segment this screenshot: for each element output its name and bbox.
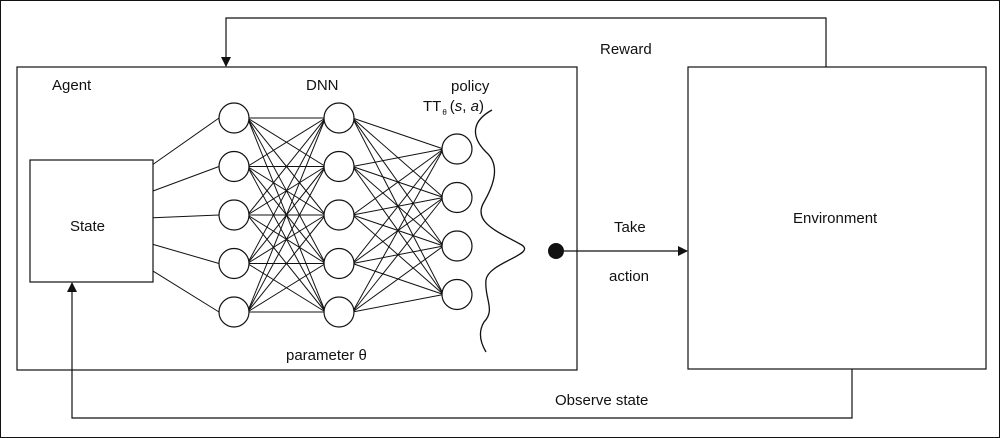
policy-state-var: s bbox=[454, 98, 463, 115]
dnn-label: DNN bbox=[306, 77, 339, 94]
network-connection bbox=[352, 148, 444, 264]
network-node-layer-3 bbox=[441, 230, 473, 262]
network-connection bbox=[247, 117, 326, 313]
network-connection bbox=[352, 148, 444, 167]
reward-label: Reward bbox=[600, 41, 652, 58]
network-node-layer-3 bbox=[441, 133, 473, 165]
network-connection bbox=[352, 197, 444, 313]
network-nodes bbox=[218, 102, 473, 328]
state-box bbox=[29, 159, 154, 283]
state-to-input-connection bbox=[152, 166, 220, 192]
policy-symbol: TTθ(s, a) bbox=[423, 98, 484, 117]
policy-distribution-curve bbox=[474, 109, 525, 353]
network-connection bbox=[247, 166, 326, 313]
policy-open-paren: ( bbox=[449, 98, 455, 115]
policy-action-var: a bbox=[470, 98, 479, 115]
network-node-layer-1 bbox=[218, 199, 250, 231]
network-node-layer-1 bbox=[218, 150, 250, 183]
network-connection bbox=[247, 214, 326, 313]
environment-label: Environment bbox=[793, 210, 878, 227]
network-connection bbox=[247, 263, 326, 313]
network-node-layer-2 bbox=[323, 150, 355, 183]
policy-comma: , bbox=[462, 98, 471, 115]
parameter-label: parameter θ bbox=[286, 347, 367, 364]
observe-state-label: Observe state bbox=[555, 392, 649, 409]
state-to-input-connection bbox=[152, 270, 220, 313]
network-node-layer-3 bbox=[441, 278, 473, 311]
network-node-layer-2 bbox=[323, 247, 355, 280]
network-connections bbox=[152, 117, 444, 313]
policy-close-paren: ) bbox=[478, 98, 484, 115]
network-node-layer-3 bbox=[441, 181, 473, 214]
network-connection bbox=[352, 294, 444, 313]
network-connection bbox=[247, 117, 326, 167]
network-connection bbox=[352, 148, 444, 216]
network-connection bbox=[352, 117, 444, 150]
reward-arrow bbox=[221, 17, 827, 67]
policy-symbol-main: TT bbox=[423, 98, 442, 115]
action-label: action bbox=[609, 268, 650, 285]
network-connection bbox=[352, 245, 444, 313]
take-label: Take bbox=[614, 219, 646, 236]
state-label: State bbox=[70, 218, 106, 235]
network-connection bbox=[247, 117, 326, 264]
observe-state-arrow bbox=[67, 282, 853, 419]
policy-label: policy bbox=[451, 78, 490, 95]
environment-box bbox=[687, 66, 987, 370]
network-node-layer-1 bbox=[218, 102, 250, 134]
state-to-input-connection bbox=[152, 214, 220, 219]
network-node-layer-2 bbox=[323, 102, 355, 134]
action-output-dot bbox=[548, 243, 564, 259]
state-to-input-connection bbox=[152, 243, 220, 264]
network-node-layer-2 bbox=[323, 199, 355, 231]
network-connection bbox=[352, 148, 444, 313]
network-node-layer-2 bbox=[323, 296, 355, 328]
state-to-input-connection bbox=[152, 117, 220, 165]
agent-box bbox=[16, 66, 578, 371]
policy-symbol-subscript: θ bbox=[442, 108, 447, 117]
agent-label: Agent bbox=[52, 77, 92, 94]
network-connection bbox=[247, 117, 326, 216]
network-node-layer-1 bbox=[218, 296, 250, 328]
network-node-layer-1 bbox=[218, 247, 250, 280]
